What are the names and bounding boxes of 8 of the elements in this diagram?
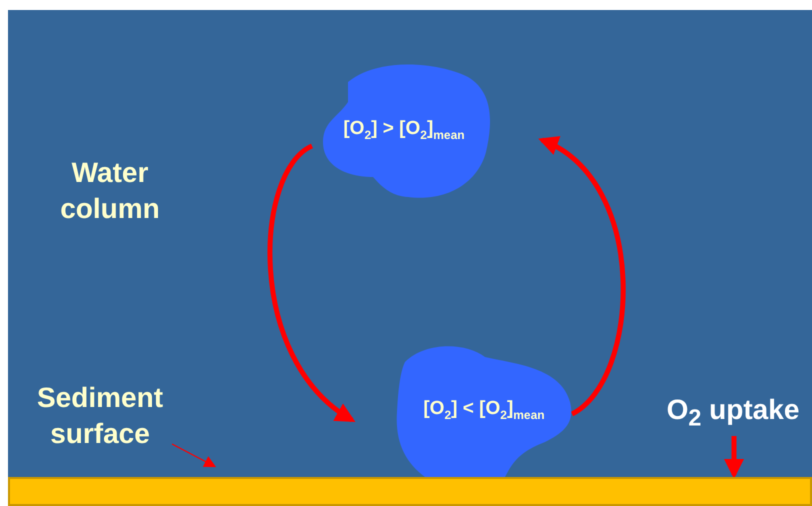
arrow	[268, 144, 356, 422]
sediment-layer	[8, 477, 812, 506]
arrow	[538, 138, 626, 416]
leader-line	[172, 443, 216, 468]
uptake-label: O$_{2}$ uptake	[666, 393, 800, 433]
water-column-label: Water column	[59, 156, 161, 226]
sediment-surface-label: Sediment surface	[36, 381, 164, 451]
arrow	[724, 436, 744, 479]
